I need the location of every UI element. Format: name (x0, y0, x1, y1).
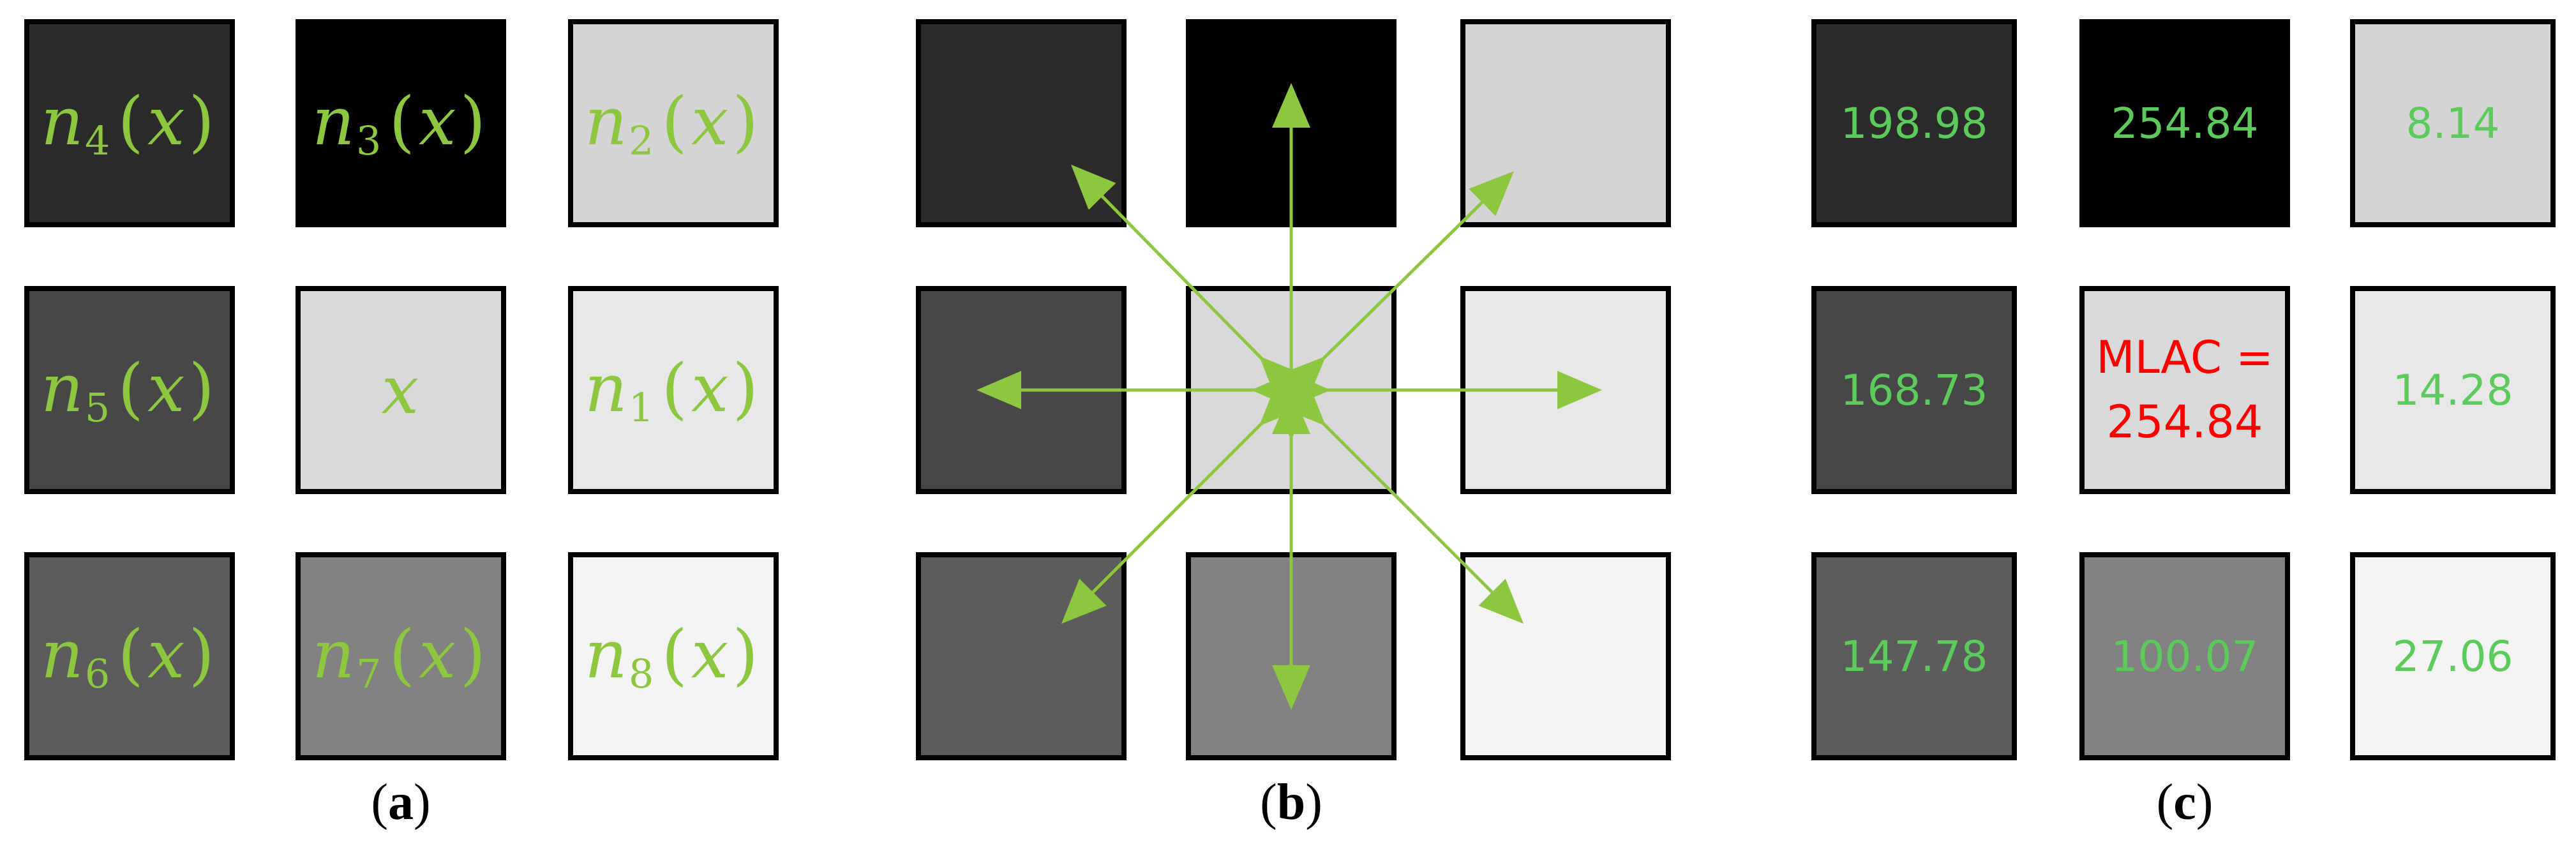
value-n4: 198.98 (1840, 98, 1988, 148)
cell-c-n4: 198.98 (1811, 19, 2017, 227)
label-n5: n5(x) (40, 349, 216, 431)
arrow-to-n4 (1070, 164, 1305, 402)
value-n1: 14.28 (2392, 365, 2513, 415)
arrow-to-n8 (1280, 380, 1524, 624)
mlac-label: MLAC = (2096, 331, 2273, 384)
cell-n4: n4(x) (24, 19, 235, 227)
label-center-x: x (381, 351, 421, 429)
label-n8: n8(x) (584, 615, 760, 697)
mlac-value: 254.84 (2106, 396, 2263, 448)
cell-c-n5: 168.73 (1811, 286, 2017, 494)
cell-n8: n8(x) (568, 552, 779, 760)
caption-b: (b) (1260, 774, 1322, 831)
arrow-to-n2 (1280, 170, 1515, 402)
cell-n1: n1(x) (568, 286, 779, 494)
label-n4: n4(x) (40, 82, 216, 164)
cell-center-x: x (296, 286, 506, 494)
cell-c-n2: 8.14 (2350, 19, 2556, 227)
cell-n7: n7(x) (296, 552, 506, 760)
value-n3: 254.84 (2111, 98, 2259, 148)
label-n6: n6(x) (40, 615, 216, 697)
cell-c-n8: 27.06 (2350, 552, 2556, 760)
mlac-result: MLAC = 254.84 (2096, 326, 2273, 455)
value-n2: 8.14 (2406, 98, 2500, 148)
cell-n3: n3(x) (296, 19, 506, 227)
label-n2: n2(x) (584, 82, 760, 164)
cell-n2: n2(x) (568, 19, 779, 227)
cell-c-n6: 147.78 (1811, 552, 2017, 760)
value-n5: 168.73 (1840, 365, 1988, 415)
caption-a: (a) (371, 774, 431, 831)
cell-n6: n6(x) (24, 552, 235, 760)
label-n3: n3(x) (311, 82, 488, 164)
value-n6: 147.78 (1840, 631, 1988, 681)
cell-n5: n5(x) (24, 286, 235, 494)
label-n1: n1(x) (584, 349, 760, 431)
caption-c: (c) (2156, 774, 2213, 831)
arrow-to-n6 (1061, 380, 1305, 624)
cell-c-n1: 14.28 (2350, 286, 2556, 494)
value-n7: 100.07 (2111, 631, 2259, 681)
cell-c-n7: 100.07 (2079, 552, 2290, 760)
value-n8: 27.06 (2392, 631, 2513, 681)
cell-c-center: MLAC = 254.84 (2079, 286, 2290, 494)
cell-c-n3: 254.84 (2079, 19, 2290, 227)
label-n7: n7(x) (311, 615, 488, 697)
